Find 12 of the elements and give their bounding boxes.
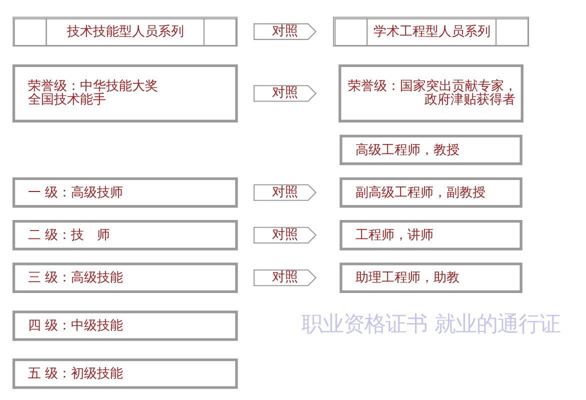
node-box: 工程师，讲师 xyxy=(340,220,522,250)
node-box: 荣誉级：中华技能大奖全国技术能手 xyxy=(12,64,238,122)
node-box: 荣誉级：国家突出贡献专家，政府津贴获得者 xyxy=(338,64,524,122)
label: 职业资格证书 就业的通行证 xyxy=(302,312,560,338)
node-box: 四 级：中级技能 xyxy=(12,310,238,341)
node-box: 三 级：高级技能 xyxy=(12,262,238,293)
node-box: 二 级：技 师 xyxy=(12,220,238,250)
node-box: 五 级：初级技能 xyxy=(12,358,238,389)
node-box: 高级工程师，教授 xyxy=(340,134,522,166)
node-box: 助理工程师，助教 xyxy=(340,262,522,293)
node-box: 一 级：高级技师 xyxy=(12,177,238,208)
node-box: 副高级工程师，副教授 xyxy=(340,177,522,208)
